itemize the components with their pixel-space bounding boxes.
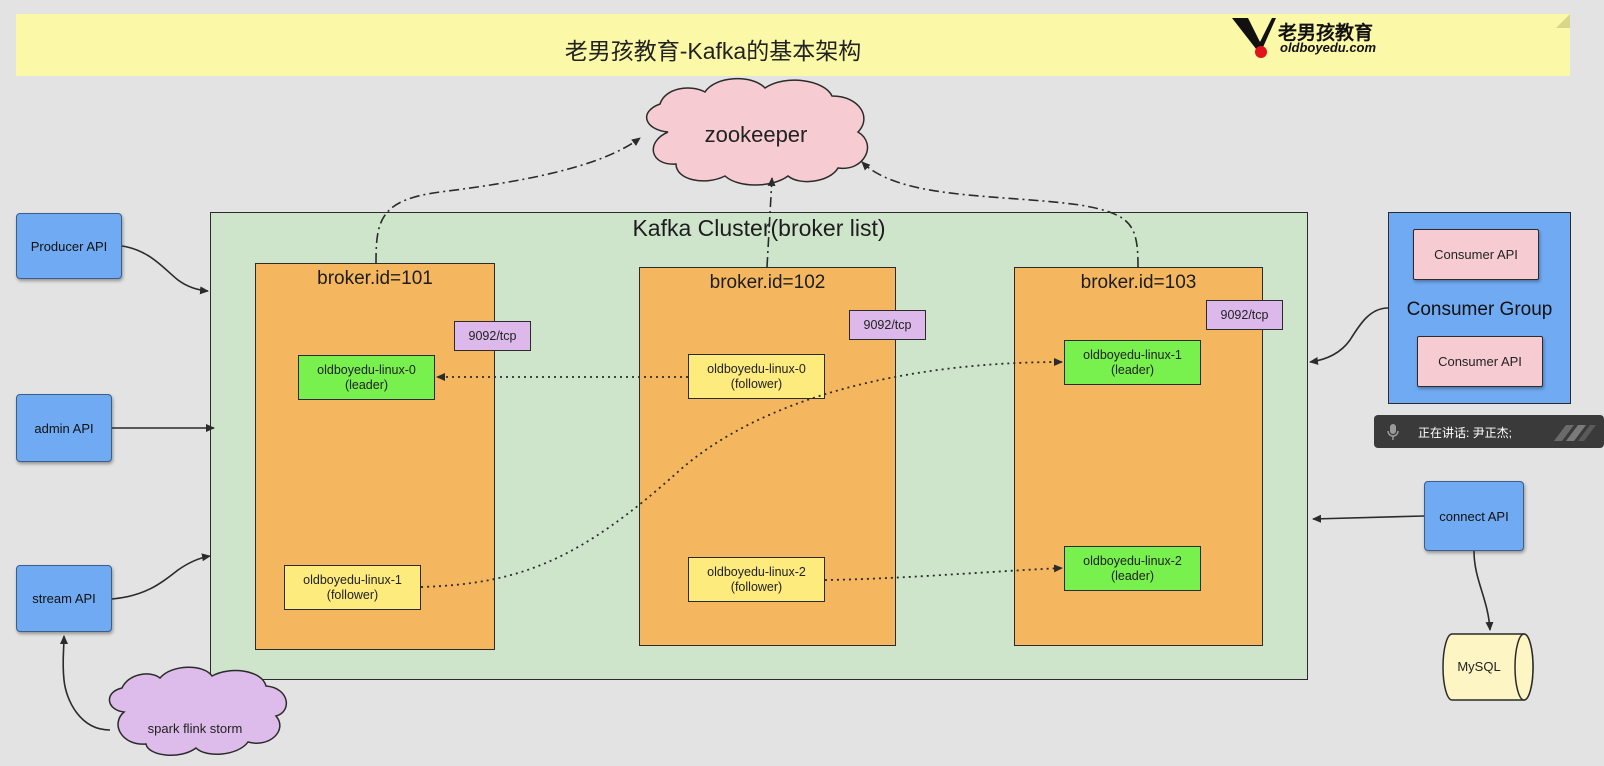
microphone-icon [1387,424,1399,440]
speaking-indicator: 正在讲话: 尹正杰; [1374,415,1604,448]
broker-title: broker.id=103 [1080,272,1197,293]
partition-role: (follower) [730,579,783,594]
partition-name: oldboyedu-linux-0 [317,362,416,377]
broker103-zookeeper-link [861,161,1139,268]
broker102-zookeeper-link [766,177,776,268]
mysql-label: MySQL [1457,659,1500,674]
port-badge: 9092/tcp [454,321,531,351]
spark-cloud: spark flink storm [108,666,288,756]
broker-title: broker.id=101 [317,268,433,289]
partition-name: oldboyedu-linux-1 [303,572,402,587]
consumer-group-title: Consumer Group [1406,299,1553,320]
connect-api: connect API [1424,481,1524,551]
spark-label: spark flink storm [148,721,243,736]
mysql-cylinder: MySQL [1442,633,1534,701]
header-fold-corner [1556,14,1570,28]
partition-name: oldboyedu-linux-1 [1083,347,1182,362]
port-badge: 9092/tcp [849,310,926,340]
connect-mysql-arrow [1473,550,1494,631]
replication-linux2 [824,564,1063,581]
partition-name: oldboyedu-linux-2 [1083,553,1182,568]
logo-en: oldboyedu.com [1280,40,1377,55]
logo-mark-icon [1232,18,1276,58]
port-badge: 9092/tcp [1206,300,1283,330]
consumer-api: Consumer API [1417,336,1543,387]
partition-leader: oldboyedu-linux-2 (leader) [1064,546,1201,591]
partition-follower: oldboyedu-linux-1 (follower) [284,565,421,610]
partition-role: (leader) [344,377,389,392]
cluster-title: Kafka Cluster(broker list) [632,215,886,241]
stream-arrow [111,553,211,600]
partition-role: (follower) [326,587,379,602]
partition-follower: oldboyedu-linux-0 (follower) [688,354,825,399]
header-banner: 老男孩教育-Kafka的基本架构 老男孩教育 oldboyedu.com [16,14,1570,76]
admin-api: admin API [16,394,112,462]
logo: 老男孩教育 oldboyedu.com [1228,14,1398,64]
partition-leader: oldboyedu-linux-1 (leader) [1064,340,1201,385]
connect-arrow [1312,514,1425,523]
broker-title: broker.id=102 [709,272,826,293]
zookeeper-cloud: zookeeper [645,77,869,186]
stream-api: stream API [16,565,112,632]
partition-role: (leader) [1110,568,1155,583]
avatar-placeholder-icon [1554,425,1596,441]
consumer-group: Consumer API Consumer Group Consumer API [1388,212,1571,404]
consumer-api: Consumer API [1413,229,1539,280]
speaking-text: 正在讲话: 尹正杰; [1418,426,1513,440]
partition-name: oldboyedu-linux-0 [707,361,806,376]
broker101-zookeeper-link [375,137,641,264]
replication-linux1 [420,358,1063,588]
spark-stream-arrow [59,635,111,731]
partition-name: oldboyedu-linux-2 [707,564,806,579]
producer-api: Producer API [16,213,122,279]
partition-leader: oldboyedu-linux-0 (leader) [298,355,435,400]
partition-role: (follower) [730,376,783,391]
page-title: 老男孩教育-Kafka的基本架构 [564,38,862,64]
logo-cn: 老男孩教育 [1278,23,1374,44]
producer-arrow [121,245,209,295]
partition-role: (leader) [1110,362,1155,377]
zookeeper-label: zookeeper [705,122,808,147]
partition-follower: oldboyedu-linux-2 (follower) [688,557,825,602]
consumer-arrow [1309,307,1389,365]
